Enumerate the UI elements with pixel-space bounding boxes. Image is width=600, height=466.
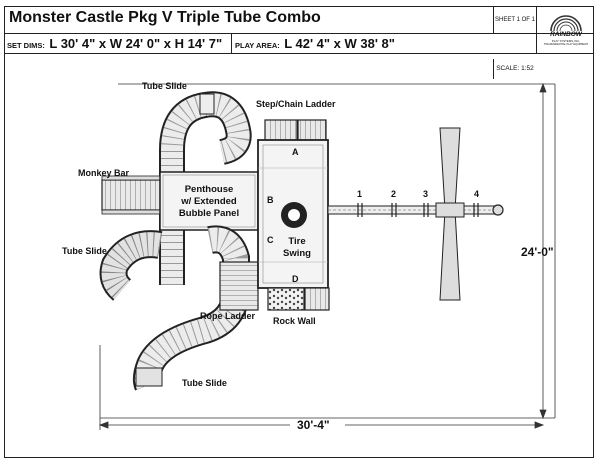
tube-slide-bottom bbox=[132, 225, 250, 391]
deck-label-d: D bbox=[292, 274, 299, 284]
swing-position-1: 1 bbox=[357, 189, 362, 199]
swing-hooks bbox=[357, 203, 479, 217]
label-tube-slide-bottom: Tube Slide bbox=[182, 378, 227, 388]
tire-swing bbox=[281, 202, 307, 228]
label-tube-slide-left: Tube Slide bbox=[62, 246, 107, 256]
drawing-scale: SCALE: 1:52 bbox=[493, 59, 536, 79]
step-chain-ladder bbox=[264, 119, 327, 143]
set-dims: SET DIMS: L 30' 4" x W 24' 0" x H 14' 7" bbox=[7, 35, 222, 53]
rainbow-logo: RAINBOW PLAY SYSTEMS, INC. THE RESIDENTI… bbox=[536, 7, 595, 53]
swing-beam bbox=[327, 204, 504, 216]
deck-label-a: A bbox=[292, 147, 299, 157]
rainbow-arc-icon bbox=[550, 15, 582, 32]
label-penthouse-line1: Penthouse bbox=[185, 184, 234, 195]
sheet-number: SHEET 1 OF 1 bbox=[493, 7, 536, 33]
deck-label-b: B bbox=[267, 195, 274, 205]
rope-ladder bbox=[219, 261, 259, 311]
label-penthouse-line3: Bubble Panel bbox=[179, 208, 239, 219]
label-tire-swing-line1: Tire bbox=[288, 236, 305, 247]
penthouse bbox=[159, 171, 259, 231]
header-dims-row: SET DIMS: L 30' 4" x W 24' 0" x H 14' 7"… bbox=[5, 33, 593, 79]
swing-position-3: 3 bbox=[423, 189, 428, 199]
dimension-lines bbox=[98, 82, 556, 430]
label-tire-swing-line2: Swing bbox=[283, 248, 311, 259]
rock-wall bbox=[267, 287, 330, 311]
label-rock-wall: Rock Wall bbox=[273, 316, 316, 326]
dimension-width: 24'-0" bbox=[521, 245, 554, 259]
logo-name: RAINBOW bbox=[550, 31, 582, 38]
play-area-label: PLAY AREA: bbox=[235, 41, 280, 50]
play-area: PLAY AREA: L 42' 4" x W 38' 8" bbox=[235, 35, 395, 53]
logo-subtitle: PLAY SYSTEMS, INC. bbox=[551, 39, 581, 43]
label-penthouse-line2: w/ Extended bbox=[180, 196, 237, 207]
dimension-length: 30'-4" bbox=[297, 418, 330, 432]
monkey-bar bbox=[101, 175, 161, 215]
tube-slide-left bbox=[99, 230, 163, 301]
swing-position-2: 2 bbox=[391, 189, 396, 199]
set-dims-value: L 30' 4" x W 24' 0" x H 14' 7" bbox=[49, 36, 223, 51]
drawing-title: Monster Castle Pkg V Triple Tube Combo bbox=[9, 9, 321, 26]
set-dims-label: SET DIMS: bbox=[7, 41, 45, 50]
header-title-row: Monster Castle Pkg V Triple Tube Combo S… bbox=[5, 7, 593, 34]
label-monkey-bar: Monkey Bar bbox=[78, 168, 130, 178]
label-rope-ladder: Rope Ladder bbox=[200, 311, 256, 321]
label-step-chain-ladder: Step/Chain Ladder bbox=[256, 99, 336, 109]
tube-slide-top bbox=[159, 91, 252, 285]
drawing-sheet: Monster Castle Pkg V Triple Tube Combo S… bbox=[4, 6, 594, 458]
header-divider bbox=[231, 33, 232, 53]
deck-label-c: C bbox=[267, 235, 274, 245]
a-frame bbox=[435, 127, 465, 301]
swing-position-4: 4 bbox=[474, 189, 479, 199]
logo-tagline: THE RESIDENTIAL PLAY EQUIPMENT bbox=[543, 43, 589, 46]
label-tube-slide-top: Tube Slide bbox=[142, 81, 187, 91]
play-area-value: L 42' 4" x W 38' 8" bbox=[284, 36, 395, 51]
